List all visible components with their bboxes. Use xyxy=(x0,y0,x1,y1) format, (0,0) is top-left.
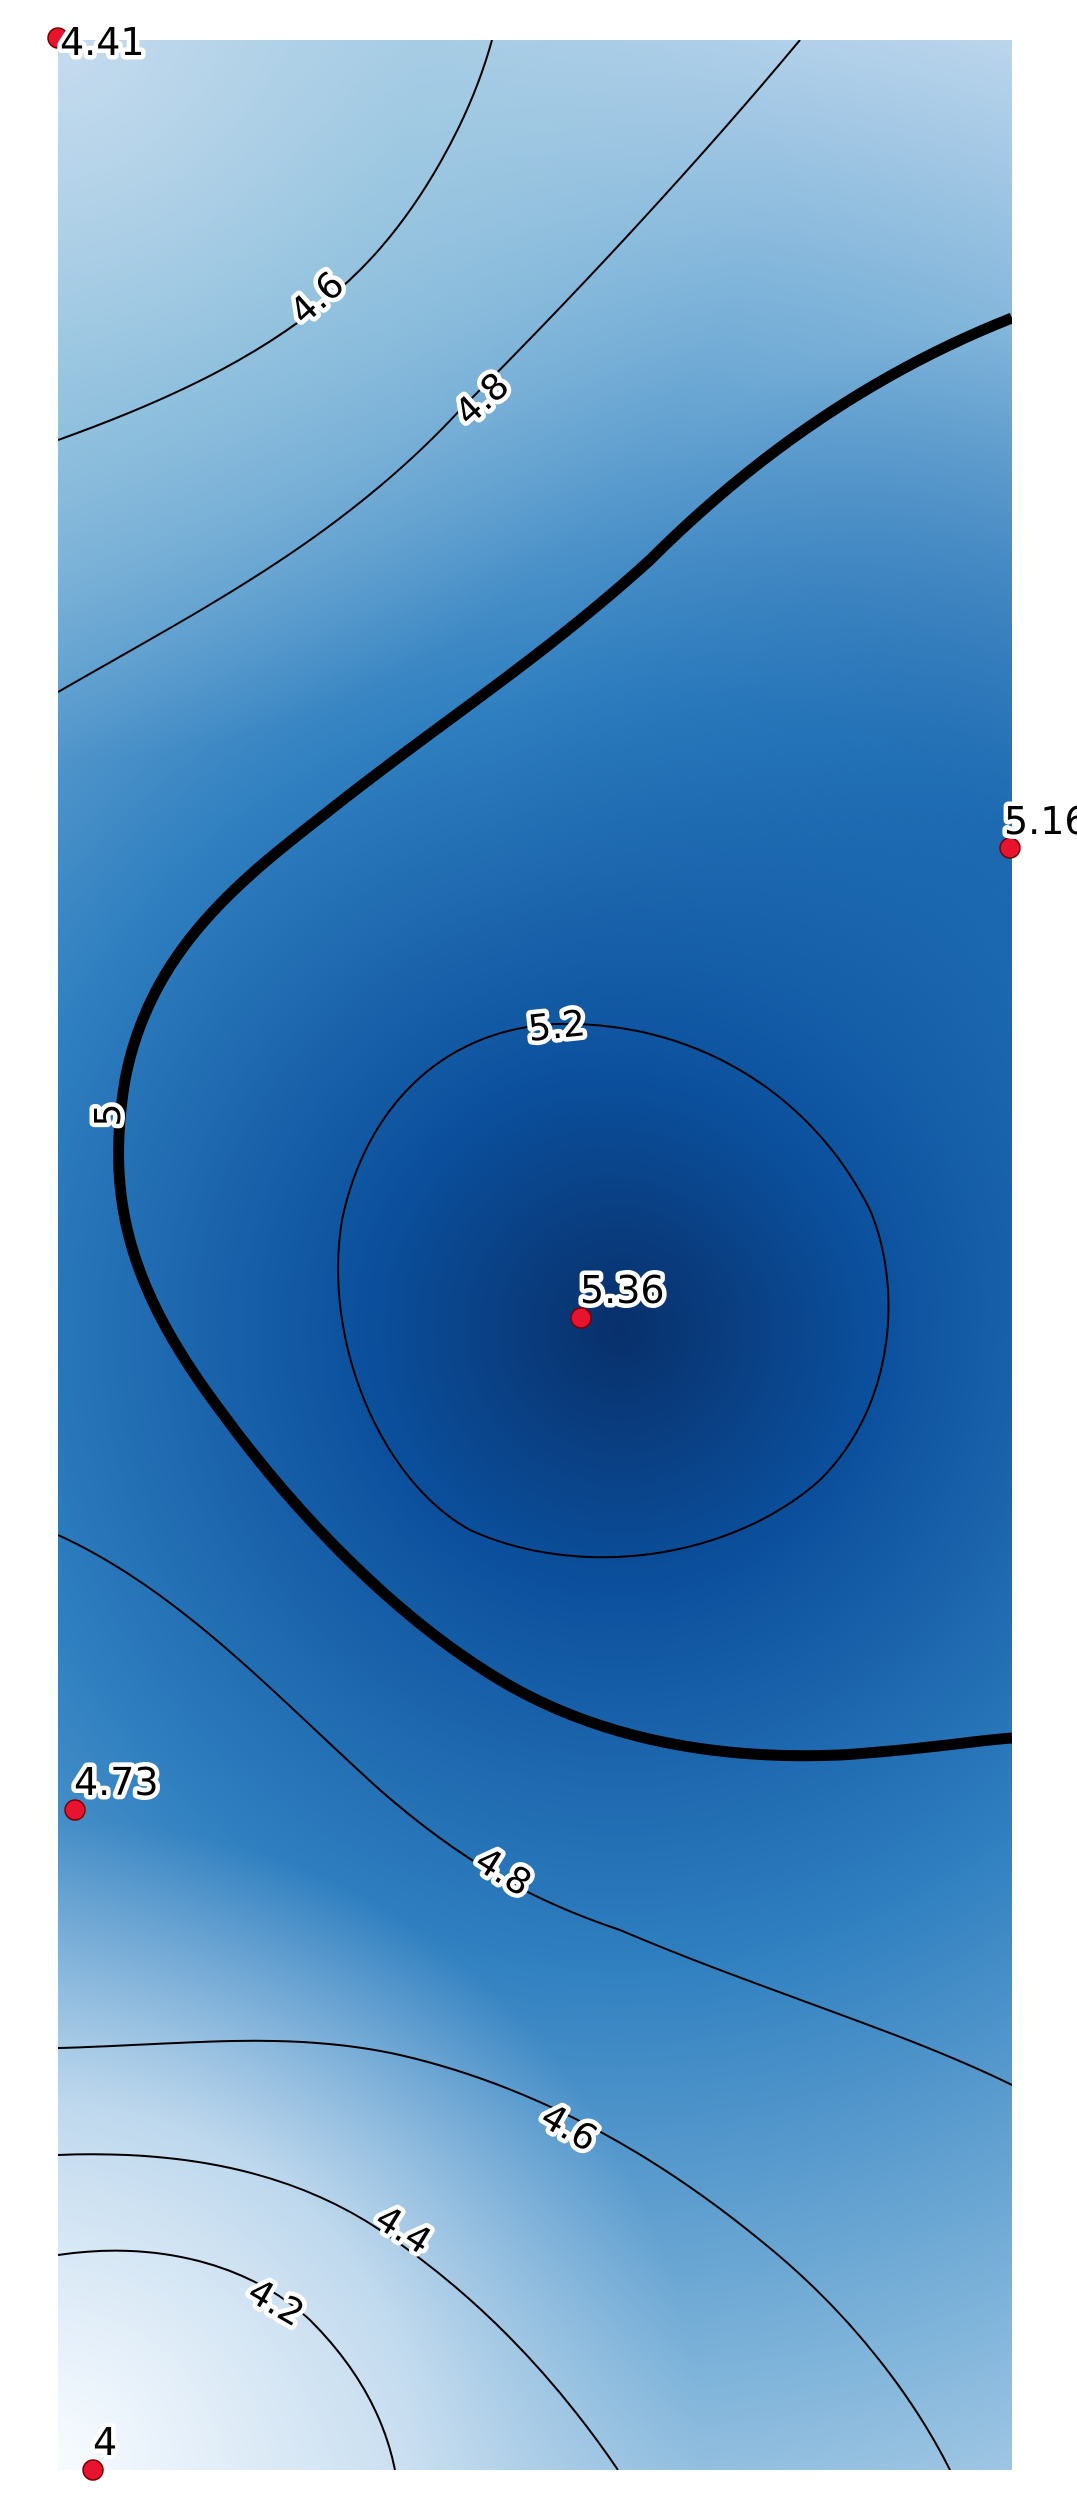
sample-point-label: 4 xyxy=(93,2420,117,2464)
sample-point-marker xyxy=(82,2459,104,2481)
field-surface xyxy=(58,40,1012,2470)
contour-label-5: 5 xyxy=(88,1104,129,1127)
sample-point-marker xyxy=(47,27,69,49)
contour-line-4.2 xyxy=(58,2249,396,2470)
sample-point-4.73: 4.73 xyxy=(64,1756,163,1821)
sample-point-label: 4.73 xyxy=(74,1760,159,1804)
sample-point-4: 4 xyxy=(82,2416,122,2481)
sample-point-5.16: 5.16 xyxy=(999,795,1077,859)
contour-line-4.8-bottom xyxy=(58,1534,1012,2086)
contour-line-4.6-bottom xyxy=(58,2039,951,2470)
sample-point-label: 4.41 xyxy=(60,20,145,64)
sample-point-4.41: 4.41 xyxy=(47,16,149,69)
contour-line-4.4 xyxy=(58,2153,619,2470)
contour-line-4.8-top xyxy=(58,40,801,693)
sample-point-label: 5.16 xyxy=(1004,799,1077,843)
sample-point-5.36: 5.36 xyxy=(570,1264,669,1329)
sample-point-label: 5.36 xyxy=(580,1268,665,1312)
sample-point-marker xyxy=(570,1307,592,1329)
sample-points: 4.41 5.16 5.36 4.73 4 xyxy=(47,16,1077,2481)
contour-line-4.6-top xyxy=(58,40,493,441)
contour-line-5.2 xyxy=(337,1022,890,1559)
sample-point-marker xyxy=(999,837,1021,859)
contour-line-5-bold xyxy=(113,312,1012,1762)
contour-label-5.2: 5.2 xyxy=(526,1003,587,1050)
sample-point-marker xyxy=(64,1799,86,1821)
contour-lines xyxy=(58,40,1012,2470)
